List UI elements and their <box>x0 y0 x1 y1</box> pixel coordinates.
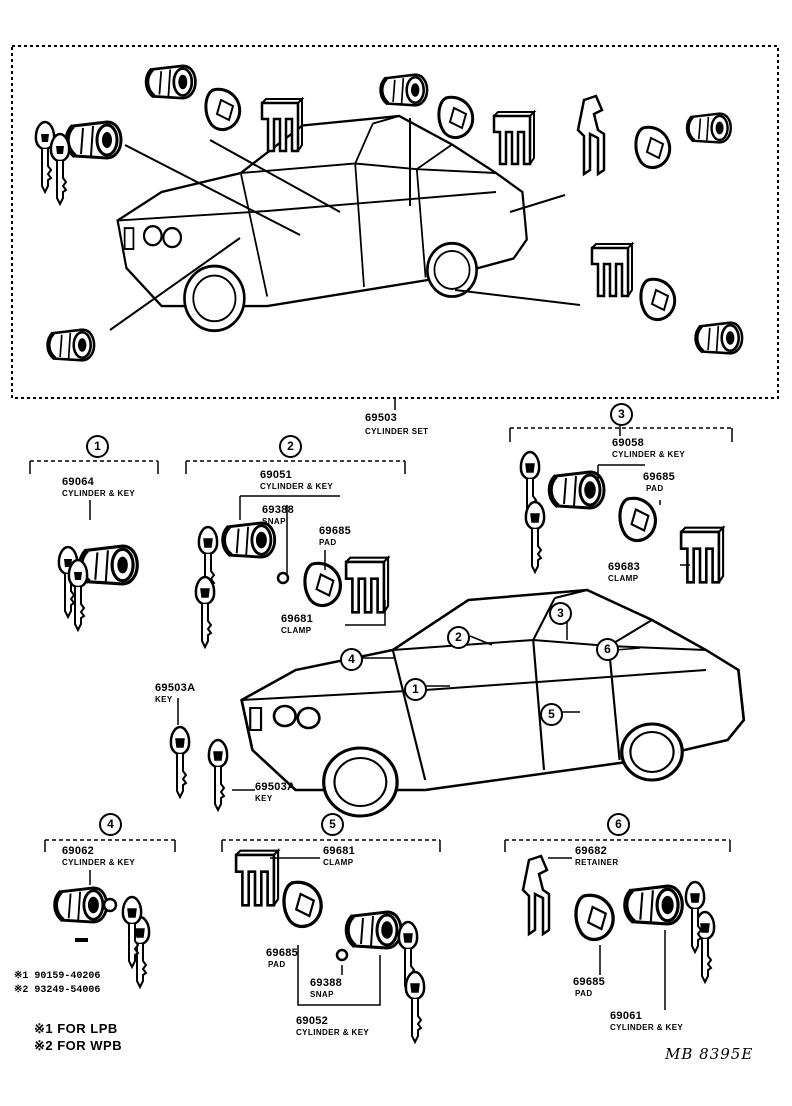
g3-clamp-name: CLAMP <box>608 574 639 583</box>
g2-clamp-part: 69681 <box>281 613 314 625</box>
g3-part: 69058 <box>612 437 645 449</box>
note-lpb: ※1 FOR LPB <box>34 1021 118 1036</box>
g2-part: 69051 <box>260 469 293 481</box>
key2-part: 69503A <box>255 781 296 793</box>
g4-footnote-2: ※2 93249-54006 <box>14 985 101 996</box>
top-cylinder-4 <box>48 330 94 361</box>
keys-drawing <box>169 698 255 812</box>
g3-clamp-part: 69683 <box>608 561 641 573</box>
car-marker-6: 6 <box>596 638 619 661</box>
g2-snap-name: SNAP <box>262 517 286 526</box>
car-marker-5: 5 <box>540 703 563 726</box>
g2-snap-part: 69388 <box>262 504 295 516</box>
car-top <box>116 114 529 333</box>
g5-pad-part: 69685 <box>266 947 299 959</box>
group5-drawing <box>234 849 426 1044</box>
note-wpb: ※2 FOR WPB <box>34 1038 123 1053</box>
callout-6: 6 <box>607 813 630 836</box>
g6-retainer-name: RETAINER <box>575 858 619 867</box>
group1-drawing <box>57 500 137 632</box>
g3-pad-name: PAD <box>646 484 664 493</box>
g5-snap-part: 69388 <box>310 977 343 989</box>
g4-part: 69062 <box>62 845 95 857</box>
set-bracket-4 <box>44 839 176 852</box>
car-marker-2: 2 <box>447 626 470 649</box>
drawing-code: MB 8395E <box>665 1045 754 1063</box>
set-bracket-2 <box>185 460 406 474</box>
g6-part: 69061 <box>610 1010 643 1022</box>
g2-clamp-name: CLAMP <box>281 626 312 635</box>
g4-name: CYLINDER & KEY <box>62 858 136 867</box>
car-center <box>239 588 746 818</box>
key1-name: KEY <box>155 695 173 704</box>
callout-1: 1 <box>86 435 109 458</box>
top-cylinder-2 <box>147 66 304 153</box>
g1-name: CYLINDER & KEY <box>62 489 136 498</box>
g5-clamp-name: CLAMP <box>323 858 354 867</box>
group6-drawing <box>521 854 716 1010</box>
callout-4: 4 <box>99 813 122 836</box>
set-bracket-5 <box>221 839 441 852</box>
g1-part: 69064 <box>62 476 95 488</box>
g4-footnote-1: ※1 90159-40206 <box>14 971 101 982</box>
set-bracket-1 <box>29 460 159 474</box>
top-cylinder-6 <box>590 242 742 353</box>
g5-snap-name: SNAP <box>310 990 334 999</box>
g5-name: CYLINDER & KEY <box>296 1028 370 1037</box>
group4-drawing <box>56 870 151 989</box>
g2-pad-part: 69685 <box>319 525 352 537</box>
car-marker-3: 3 <box>549 602 572 625</box>
car-marker-1: 1 <box>404 678 427 701</box>
callout-3: 3 <box>610 403 633 426</box>
top-key-cylinder-1 <box>34 122 121 206</box>
callout-2: 2 <box>279 435 302 458</box>
set-bracket-3 <box>509 426 733 442</box>
car-marker-4: 4 <box>340 648 363 671</box>
g5-clamp-part: 69681 <box>323 845 356 857</box>
set-name: CYLINDER SET <box>365 427 429 436</box>
top-arrows <box>109 118 581 331</box>
g2-pad-name: PAD <box>319 538 337 547</box>
g6-retainer-part: 69682 <box>575 845 608 857</box>
g2-name: CYLINDER & KEY <box>260 482 334 491</box>
callout-5: 5 <box>321 813 344 836</box>
group3-drawing <box>519 450 725 584</box>
g5-part: 69052 <box>296 1015 329 1027</box>
g6-pad-part: 69685 <box>573 976 606 988</box>
g3-pad-part: 69685 <box>643 471 676 483</box>
g6-pad-name: PAD <box>575 989 593 998</box>
key2-name: KEY <box>255 794 273 803</box>
group2-drawing <box>194 495 390 649</box>
g5-pad-name: PAD <box>268 960 286 969</box>
g3-name: CYLINDER & KEY <box>612 450 686 459</box>
set-part-number: 69503 <box>365 412 398 424</box>
set-bracket-6 <box>504 839 731 852</box>
g6-name: CYLINDER & KEY <box>610 1023 684 1032</box>
key1-part: 69503A <box>155 682 196 694</box>
